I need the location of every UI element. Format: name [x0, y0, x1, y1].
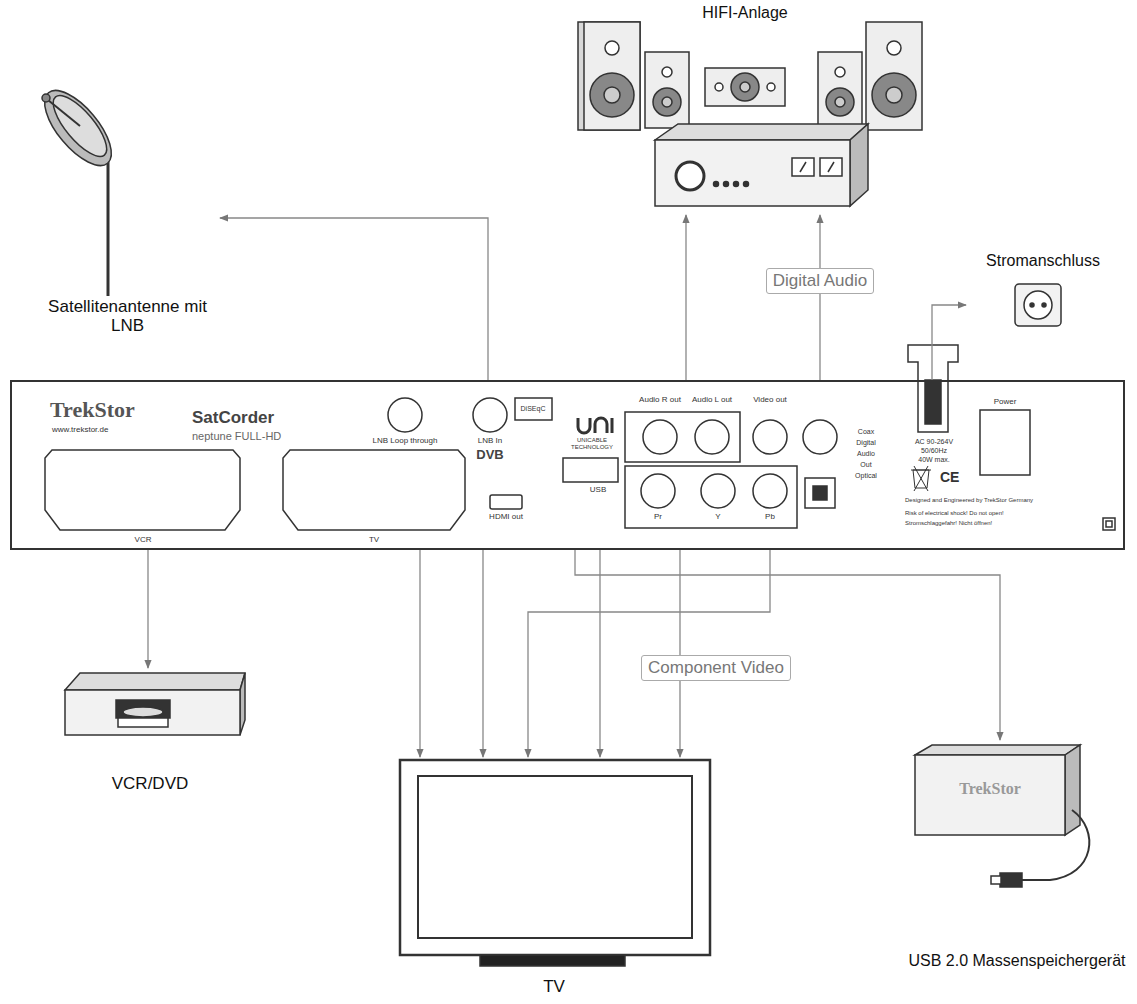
panel-label: Optical [855, 472, 877, 480]
panel-label: Video out [753, 396, 787, 405]
connector [147, 550, 148, 668]
panel-label: 40W max. [918, 456, 950, 464]
panel-label: Coax [858, 428, 874, 436]
usb-storage: USB 2.0 Massenspeichergerät [903, 740, 1131, 972]
panel-label: Risk of electrical shock! Do not open! [905, 510, 1004, 517]
panel-label: TrekStor [959, 780, 1021, 798]
connector [528, 550, 770, 757]
connector [679, 550, 680, 757]
hifi-system: HIFI-Anlage [570, 2, 920, 215]
panel-label: Stromschlaggefahr! Nicht öffnen! [905, 520, 992, 527]
panel-label: Audio [857, 450, 875, 458]
panel-label: Audio R out [639, 396, 681, 405]
panel-label: VCR [135, 536, 152, 545]
panel-label: AC 90-264V [915, 438, 953, 446]
node-label: TV [543, 977, 565, 997]
panel-label: Pb [765, 513, 775, 522]
node-label: Satellitenantenne mit LNB [40, 297, 215, 336]
connector [819, 215, 820, 380]
panel-label: Y [715, 513, 720, 522]
panel-label: TV [369, 536, 379, 545]
connector [482, 550, 483, 757]
panel-label: www.trekstor.de [52, 426, 108, 435]
panel-label: Out [860, 461, 871, 469]
vcr-dvd: VCR/DVD [55, 668, 245, 796]
connector-label: Component Video [641, 655, 791, 681]
satellite-dish: Satellitenantenne mit LNB [35, 90, 220, 338]
connector [220, 218, 488, 380]
panel-label: Digital [856, 439, 875, 447]
node-label: Stromanschluss [986, 252, 1100, 270]
connector [599, 550, 600, 757]
panel-label: TrekStor [50, 398, 135, 422]
power-outlet: Stromanschluss [966, 250, 1120, 330]
connector [575, 550, 1000, 740]
panel-label: DVB [476, 448, 503, 462]
panel-label: UNICABLE TECHNOLOGY [565, 437, 619, 450]
node-label: neptune FULL-HD [192, 430, 281, 443]
connector-label: Digital Audio [766, 268, 875, 294]
connector [932, 305, 966, 380]
connector [685, 215, 686, 380]
panel-label: LNB In [478, 437, 502, 446]
panel-label: 50/60Hz [921, 447, 947, 455]
panel-label: LNB Loop through [373, 437, 438, 446]
node-label: USB 2.0 Massenspeichergerät [909, 952, 1126, 970]
panel-label: Designed and Engineered by TrekStor Germ… [905, 497, 1033, 504]
television: TV [395, 757, 713, 999]
panel-label: HDMI out [489, 513, 523, 522]
panel-label: DiSEqC [521, 405, 546, 413]
panel-label: CE [940, 470, 959, 485]
connector [419, 550, 420, 757]
panel-label: USB [590, 486, 606, 495]
node-label: SatCorder [192, 408, 274, 428]
panel-label: Power [994, 398, 1017, 407]
node-label: VCR/DVD [112, 774, 189, 794]
panel-label: Audio L out [692, 396, 732, 405]
node-label: HIFI-Anlage [702, 4, 787, 22]
panel-label: Pr [654, 513, 662, 522]
